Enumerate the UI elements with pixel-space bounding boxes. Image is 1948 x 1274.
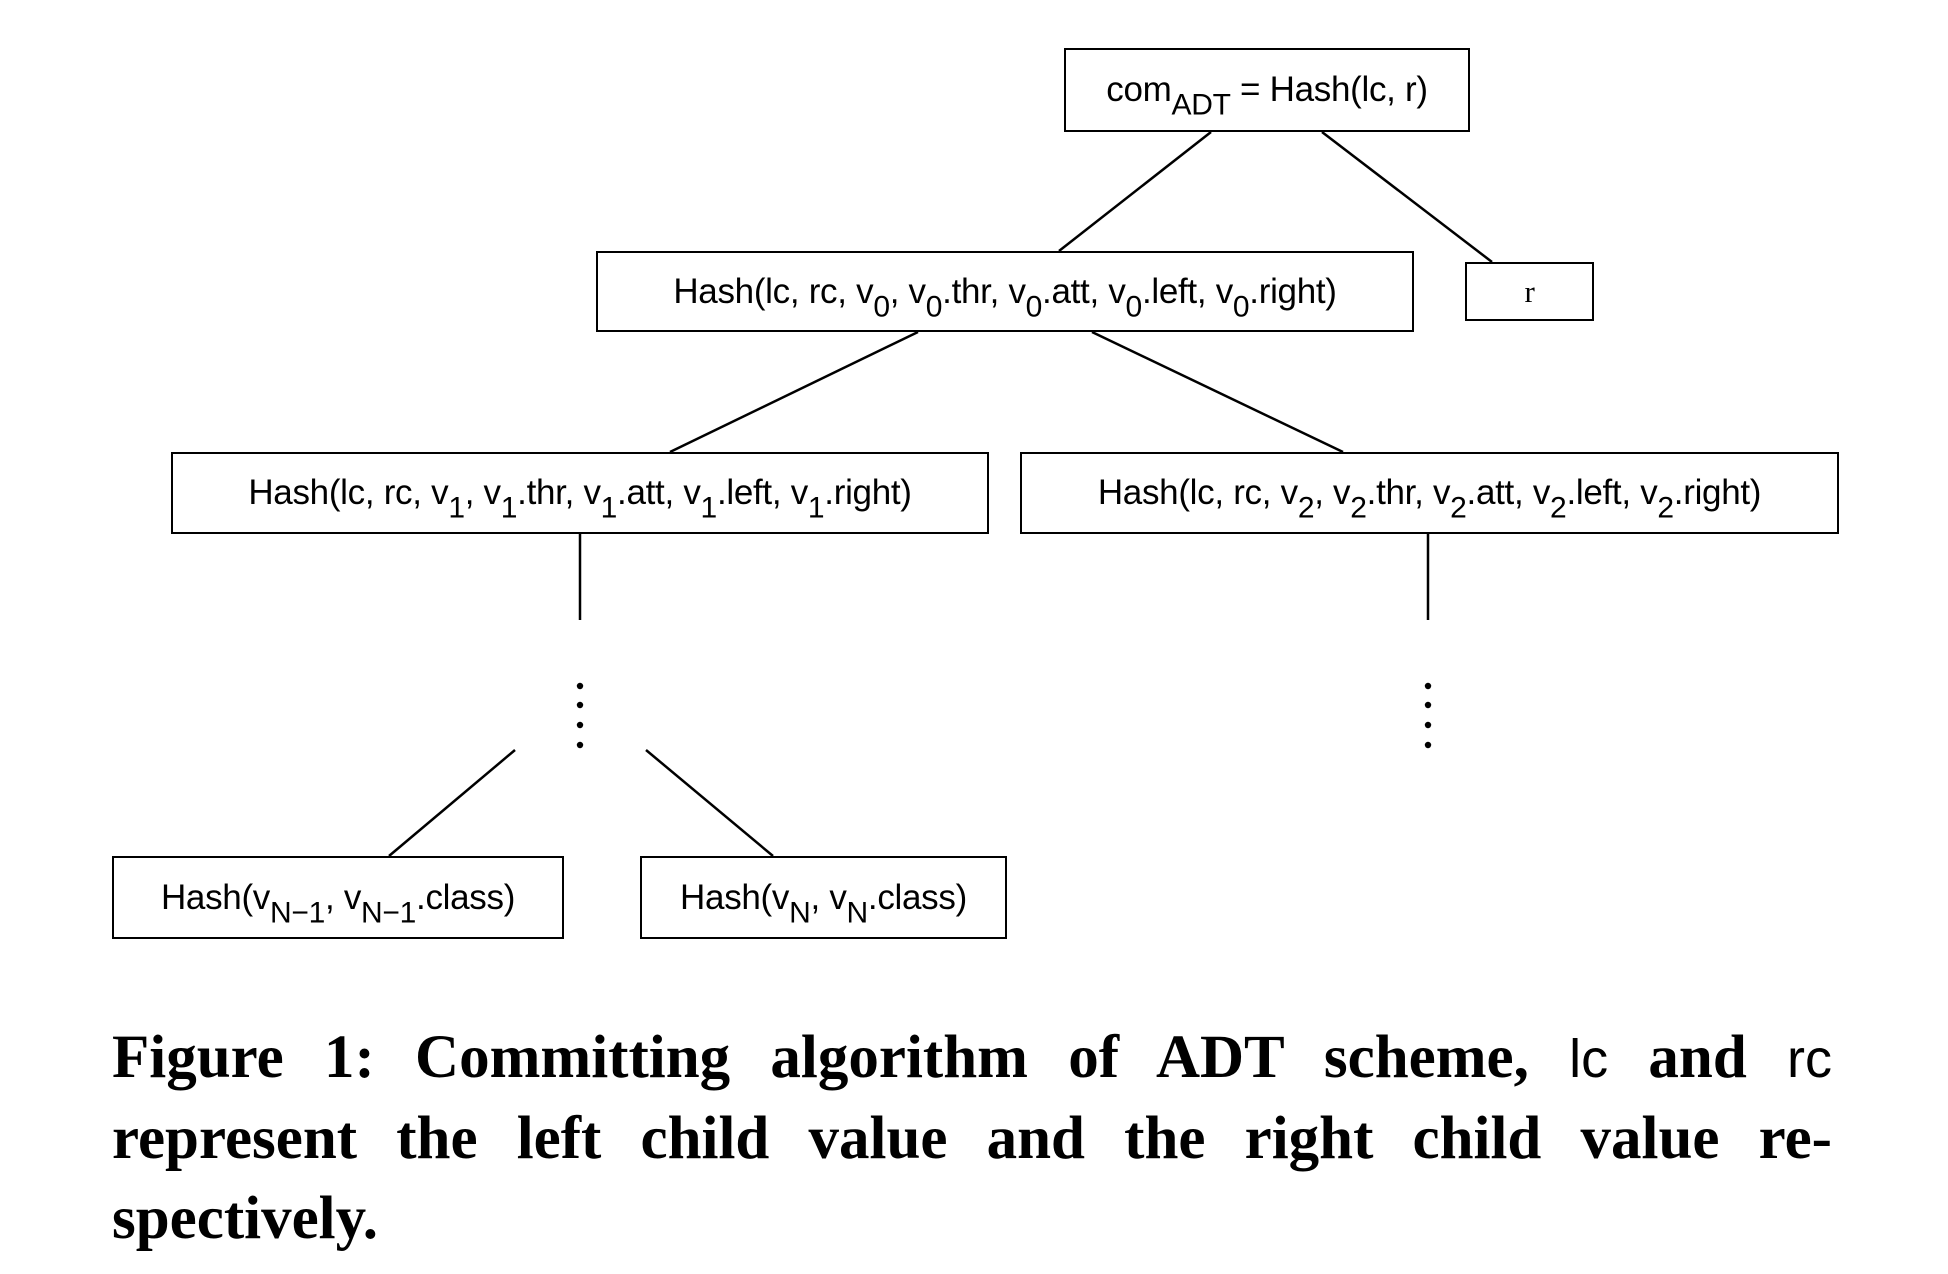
caption-rc: rc: [1787, 1029, 1832, 1089]
node-root: comADT = Hash(lc, r): [1064, 48, 1470, 132]
v2-label: Hash(lc, rc, v2, v2.thr, v2.att, v2.left…: [1097, 473, 1762, 525]
edge-v0-v2: [1091, 330, 1344, 454]
node-v2: Hash(lc, rc, v2, v2.thr, v2.att, v2.left…: [1020, 452, 1839, 534]
caption-lc: lc: [1569, 1029, 1609, 1089]
node-vn-minus-1: Hash(vN−1, vN−1.class): [112, 856, 564, 939]
ellipsis-dot: [1424, 701, 1432, 709]
figure-caption: Figure 1: Committing algorithm of ADT sc…: [112, 1024, 1832, 1252]
v0-label: Hash(lc, rc, v0, v0.thr, v0.att, v0.left…: [673, 271, 1337, 323]
ellipsis-dot: [1424, 682, 1432, 690]
ellipsis-dot: [576, 721, 584, 729]
r-label: r: [1524, 273, 1535, 309]
v1-label: Hash(lc, rc, v1, v1.thr, v1.att, v1.left…: [248, 473, 912, 525]
node-r: r: [1465, 262, 1594, 321]
node-v0: Hash(lc, rc, v0, v0.thr, v0.att, v0.left…: [596, 251, 1414, 332]
ellipsis-dot: [576, 682, 584, 690]
vn-label: Hash(vN, vN.class): [680, 877, 967, 929]
edge-dots-vn1: [388, 749, 516, 857]
node-v1: Hash(lc, rc, v1, v1.thr, v1.att, v1.left…: [171, 452, 989, 534]
ellipsis-dot: [1424, 741, 1432, 749]
edge-dots-vn: [645, 749, 774, 857]
ellipsis-dot: [576, 741, 584, 749]
ellipsis-dot: [576, 701, 584, 709]
edge-root-v0: [1058, 131, 1212, 252]
edge-v0-v1: [669, 330, 919, 454]
root-label: comADT = Hash(lc, r): [1106, 70, 1428, 122]
vn-minus-1-label: Hash(vN−1, vN−1.class): [160, 877, 516, 929]
edge-root-r: [1321, 131, 1493, 263]
ellipsis-dot: [1424, 721, 1432, 729]
node-vn: Hash(vN, vN.class): [640, 856, 1007, 939]
